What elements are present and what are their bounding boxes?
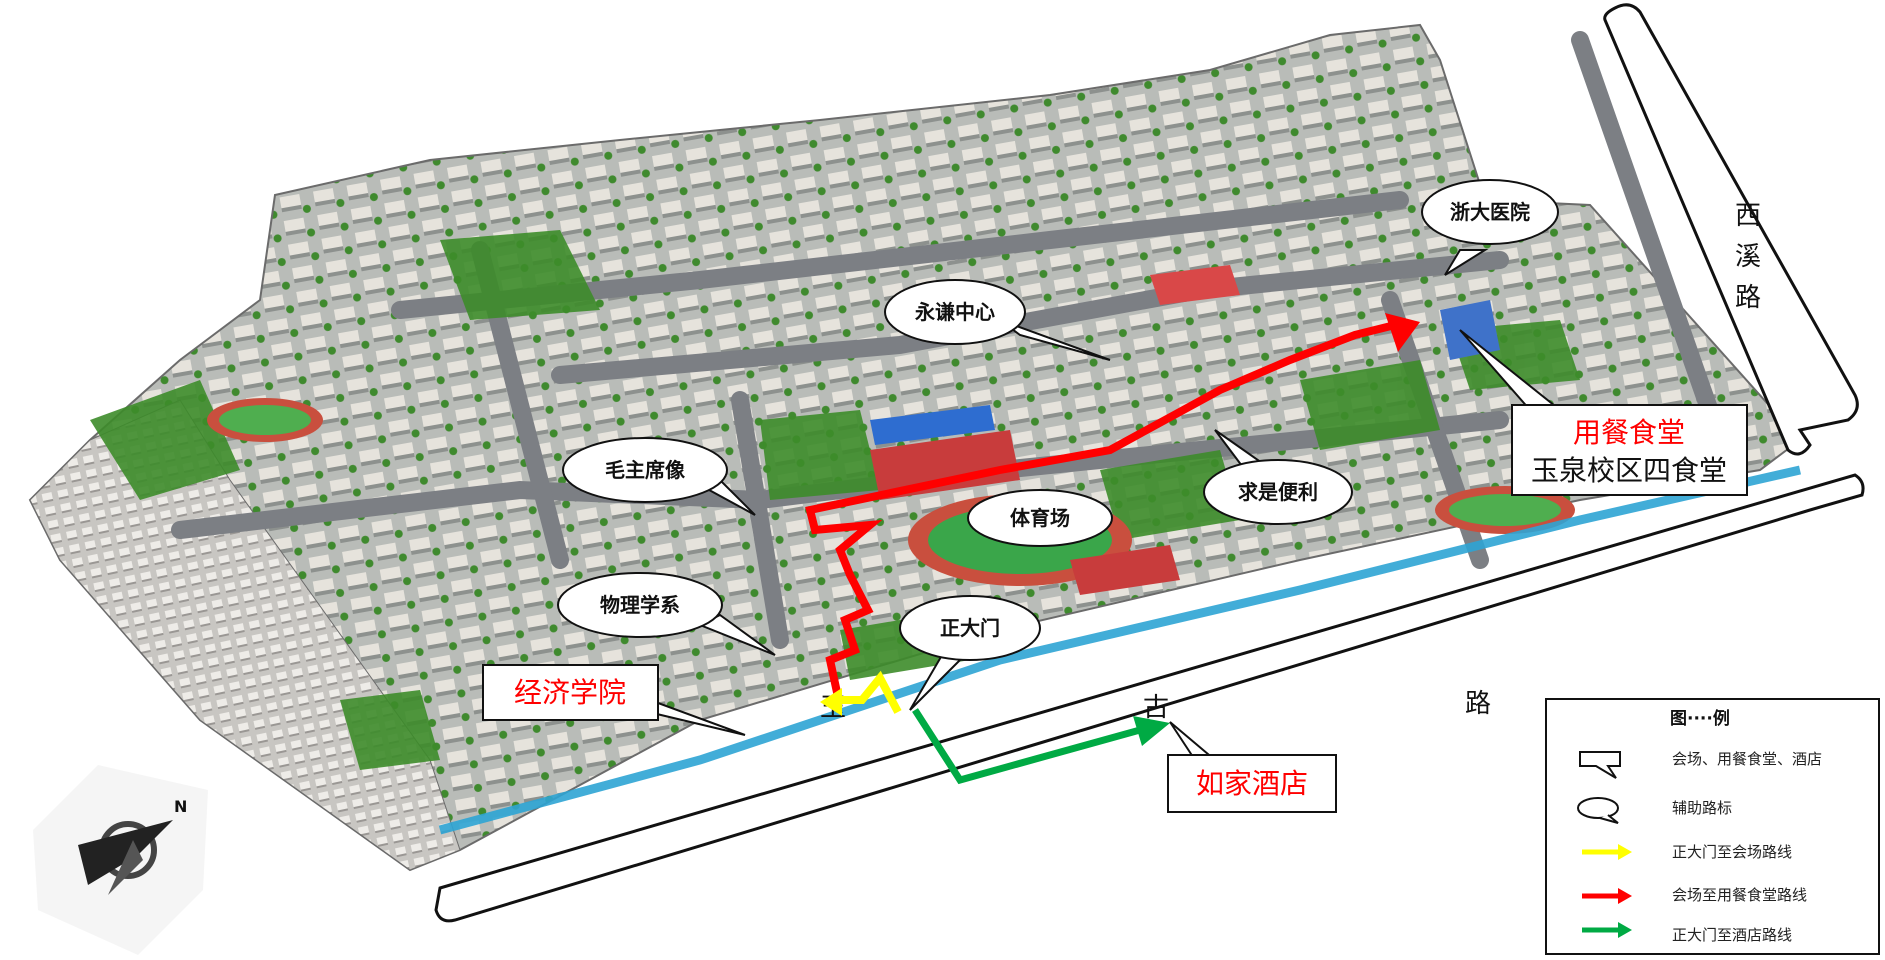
route-red [805,313,1420,698]
legend-item-yellow-route: 正大门至会场路线 [1582,843,1792,861]
label-hotel-text: 如家酒店 [1196,767,1308,800]
callout-main-gate: 正大门 [899,595,1041,711]
legend-item-callout-rect: 会场、用餐食堂、酒店 [1579,750,1822,779]
route-yellow [820,670,902,716]
legend-title: 图····例 [1670,708,1730,729]
compass-icon: N [33,765,208,955]
legend-text-5: 正大门至酒店路线 [1672,926,1792,944]
legend-item-callout-oval: 辅助路标 [1577,797,1732,824]
label-economics-text: 经济学院 [514,676,626,709]
label-economics: 经济学院 [482,664,746,736]
legend: 图····例 会场、用餐食堂、酒店 辅助路标 正大门至会场路线 会场至用餐食堂路… [1545,698,1880,955]
callout-qiushi: 求是便利 [1203,429,1353,525]
callout-mao-text: 毛主席像 [605,458,686,482]
legend-text-1: 会场、用餐食堂、酒店 [1672,750,1822,768]
callout-yongqian-text: 永谦中心 [914,300,995,324]
callout-hospital-text: 浙大医院 [1450,200,1530,224]
legend-item-red-route: 会场至用餐食堂路线 [1582,886,1807,904]
xixi-road: 西 溪 路 [1603,3,1859,456]
road-label-xi: 西 [1735,201,1761,231]
callout-main-gate-text: 正大门 [940,616,1000,640]
yugu-road: 路 古 玉 [434,473,1865,923]
road-label-gu: 古 [1143,693,1169,723]
label-dining-name: 玉泉校区四食堂 [1531,454,1727,487]
callout-physics: 物理学系 [557,572,776,656]
legend-text-3: 正大门至会场路线 [1672,843,1792,861]
callout-yongqian: 永谦中心 [884,279,1111,361]
compass-north: N [174,797,187,816]
callout-stadium-text: 体育场 [1010,506,1070,530]
callout-qiushi-text: 求是便利 [1238,480,1318,504]
label-hotel: 如家酒店 [1167,721,1337,813]
road-label-lu: 路 [1735,283,1761,313]
callout-hospital: 浙大医院 [1421,179,1559,276]
legend-item-green-route: 正大门至酒店路线 [1582,922,1792,944]
label-dining-title: 用餐食堂 [1573,416,1685,449]
callout-mao: 毛主席像 [562,437,756,516]
route-green [912,708,1170,785]
callout-physics-text: 物理学系 [600,593,680,617]
road-label-xi2: 溪 [1735,242,1761,272]
legend-text-2: 辅助路标 [1672,799,1732,817]
legend-text-4: 会场至用餐食堂路线 [1672,886,1807,904]
callout-stadium: 体育场 [967,489,1113,547]
label-dining: 用餐食堂 玉泉校区四食堂 [1459,329,1748,496]
road-label-lu2: 路 [1465,689,1491,719]
